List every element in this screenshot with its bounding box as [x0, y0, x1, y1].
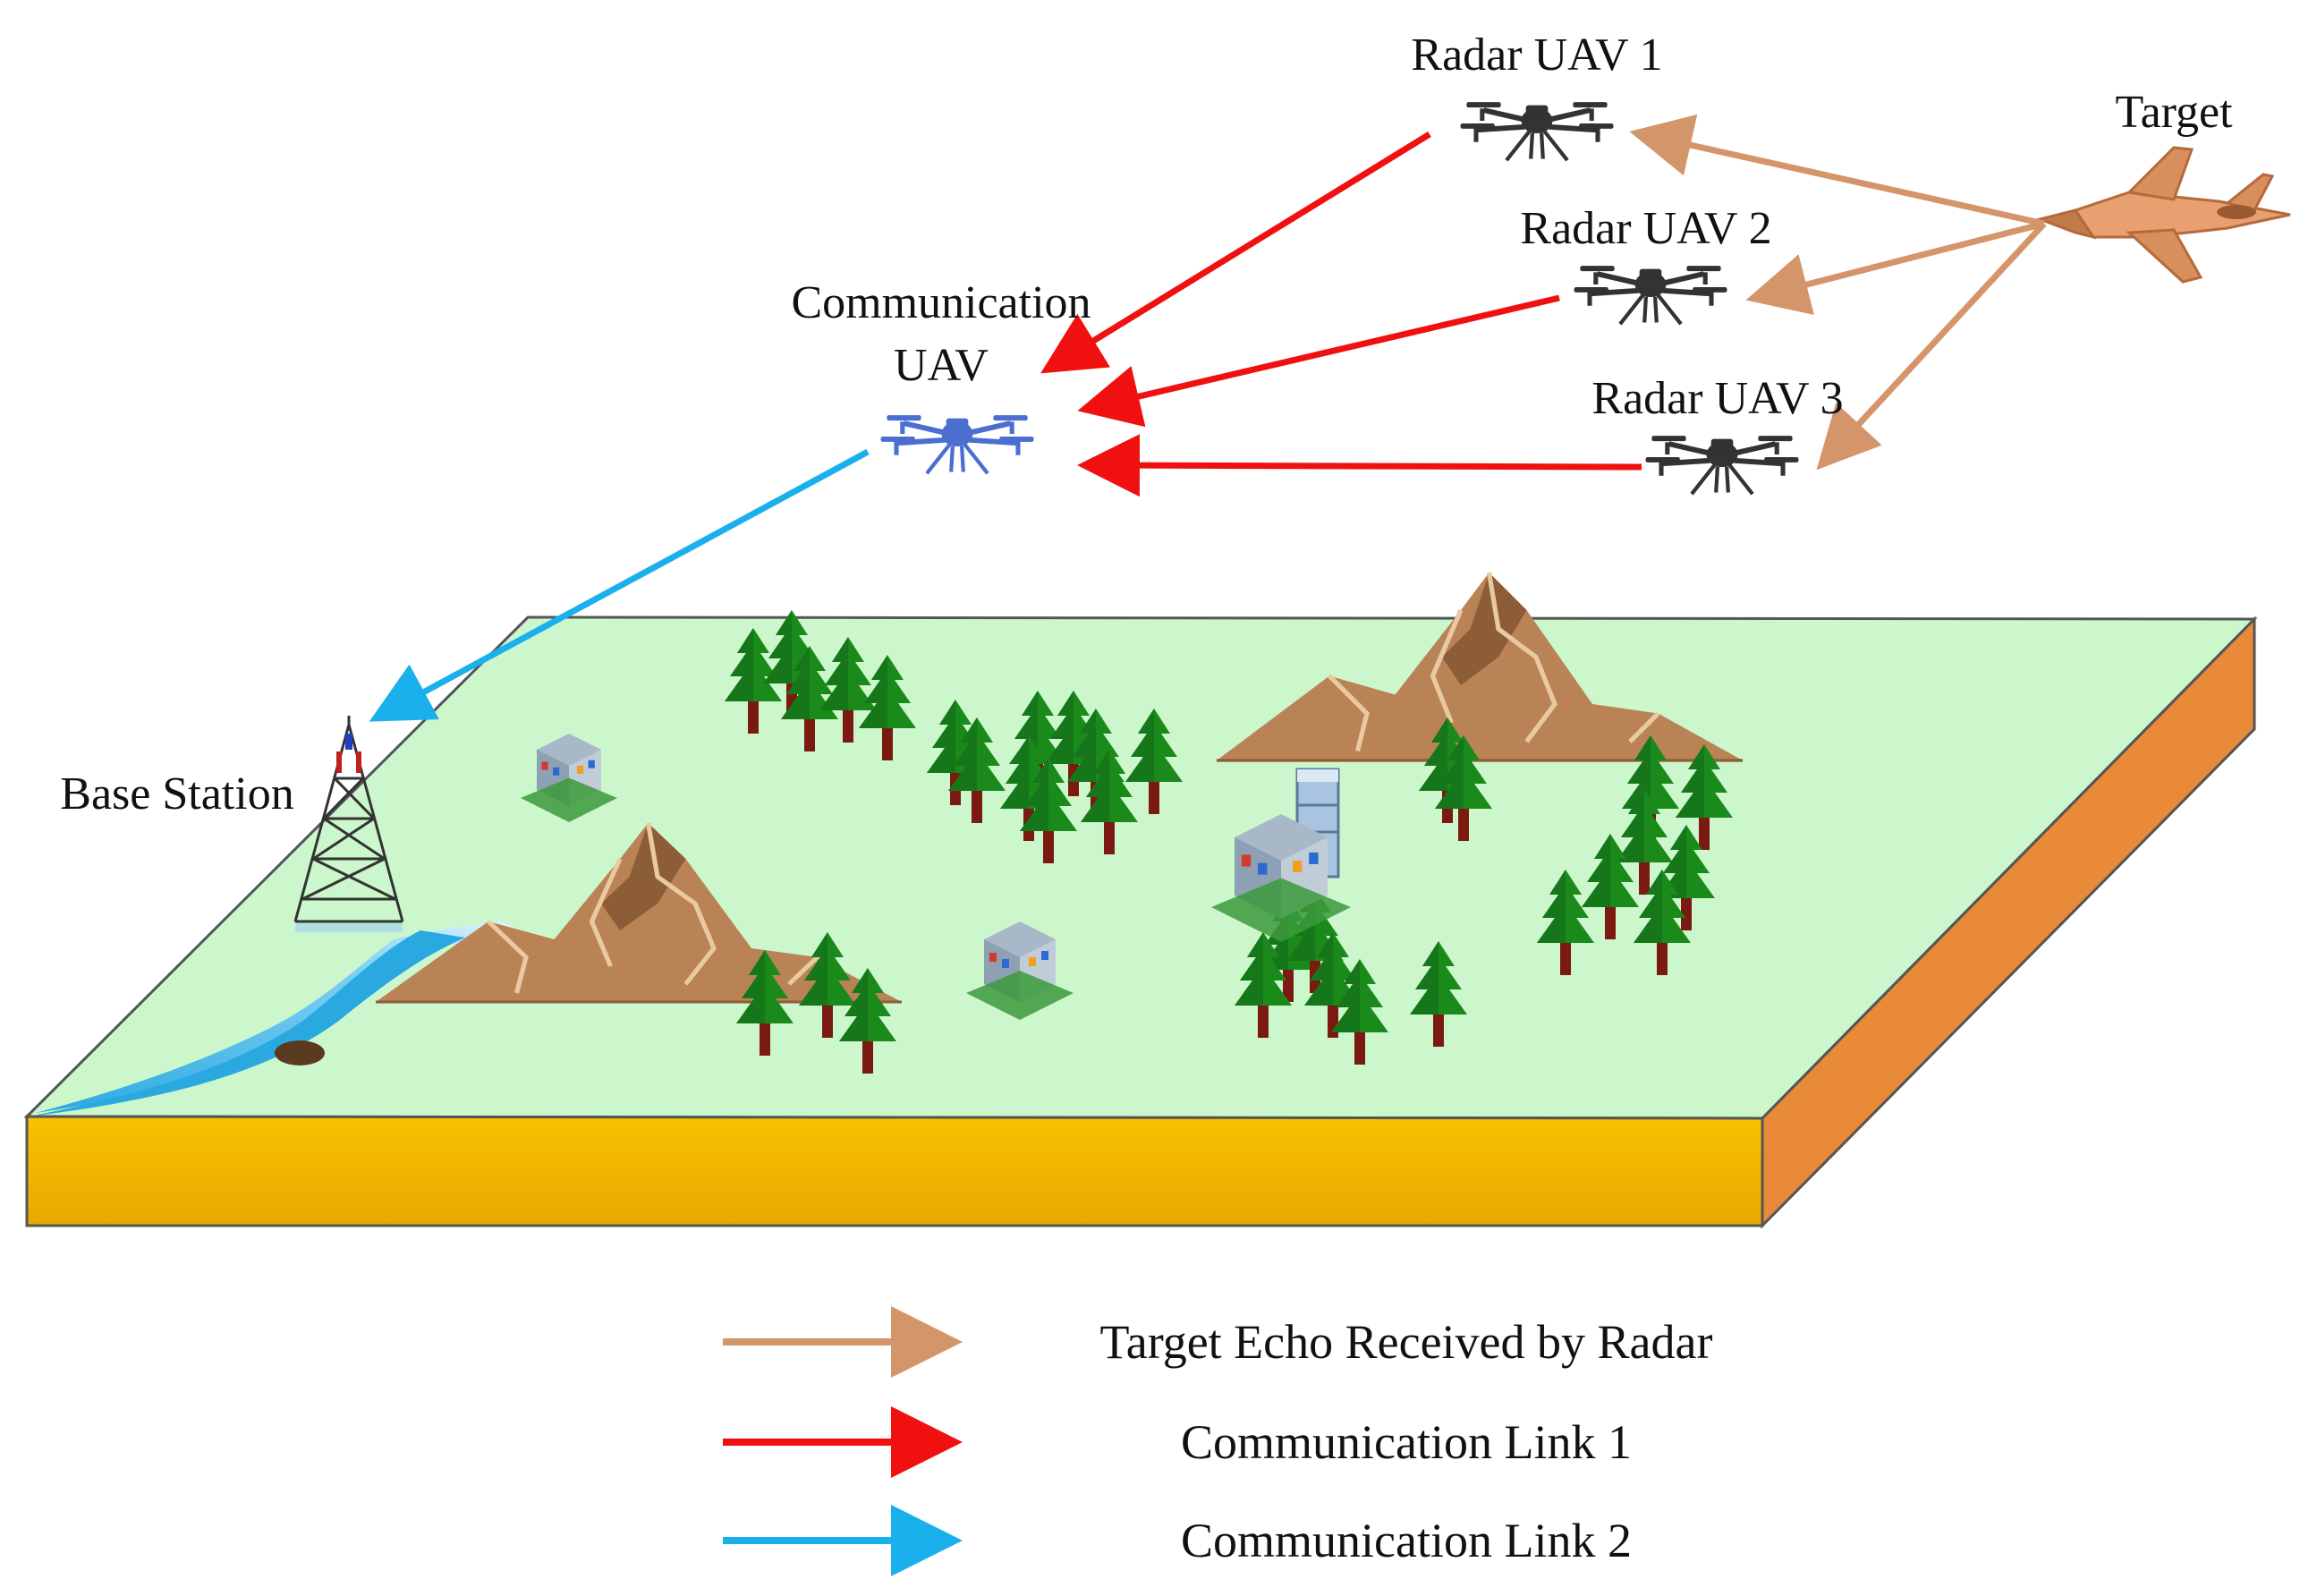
radar-uav-2-icon — [1574, 267, 1727, 325]
echo-arrow-radar-1 — [1629, 114, 2045, 227]
echo-arrow-radar-3 — [1816, 221, 2047, 471]
echo-arrow-radar-2 — [1745, 220, 2045, 316]
radar-uav-3-icon — [1646, 437, 1798, 495]
link1-arrow-radar-2 — [1077, 294, 1560, 428]
legend: Target Echo Received by Radar Communicat… — [723, 1306, 1713, 1576]
radar-uav-1-label: Radar UAV 1 — [1411, 30, 1662, 81]
legend-link1-label: Communication Link 1 — [1181, 1415, 1632, 1469]
link1-arrow-radar-3 — [1077, 434, 1642, 497]
comm-uav-label-line1: Communication — [791, 277, 1091, 328]
legend-echo-label: Target Echo Received by Radar — [1100, 1315, 1713, 1369]
city-building-icon — [1211, 768, 1351, 942]
link2-arrow — [369, 448, 870, 722]
base-station-label: Base Station — [60, 768, 293, 819]
ground-side — [1761, 615, 2256, 1229]
target-label: Target — [2115, 87, 2233, 138]
radar-uav-2-label: Radar UAV 2 — [1520, 203, 1771, 254]
comm-uav-icon — [881, 416, 1033, 474]
comm-uav-label-line2: UAV — [894, 340, 989, 391]
link1-arrow-radar-1 — [1040, 132, 1431, 374]
radar-uav-3-label: Radar UAV 3 — [1591, 373, 1843, 424]
ground-front — [25, 1115, 1764, 1227]
echo-arrows — [1629, 114, 2047, 471]
radar-uav-1-icon — [1461, 103, 1613, 161]
cell-tower-icon — [293, 716, 404, 932]
fighter-jet-icon — [2034, 146, 2291, 284]
link1-arrows — [1040, 132, 1642, 497]
legend-link2-label: Communication Link 2 — [1181, 1514, 1632, 1567]
